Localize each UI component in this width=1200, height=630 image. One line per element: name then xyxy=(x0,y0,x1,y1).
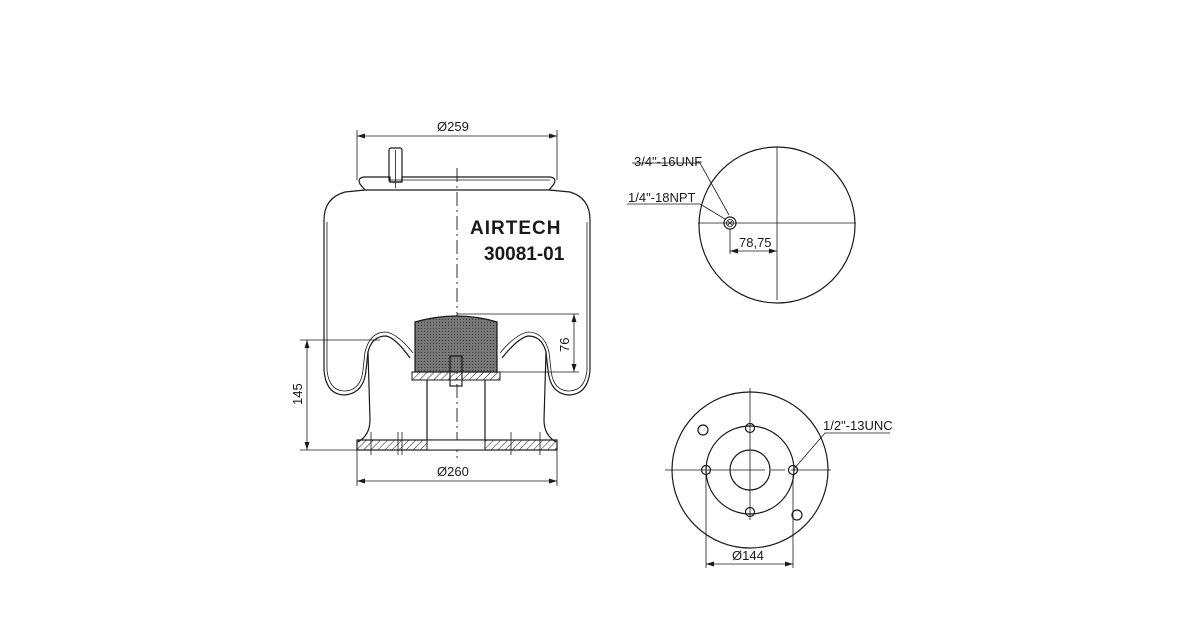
svg-text:Ø259: Ø259 xyxy=(437,119,469,134)
svg-text:145: 145 xyxy=(290,383,305,405)
dimension-height-145: 145 xyxy=(290,339,380,451)
brand-logo: AIRTECH xyxy=(470,218,561,239)
mount-hole xyxy=(697,424,709,436)
label-fitting-thread: 3/4"-16UNF xyxy=(634,154,702,169)
center-bolt xyxy=(449,355,463,387)
dimension-offset: 78,75 xyxy=(729,229,777,254)
svg-text:76: 76 xyxy=(557,338,572,352)
bellow-outline xyxy=(323,189,591,396)
dimension-bottom-diameter: Ø260 xyxy=(356,450,558,486)
svg-text:78,75: 78,75 xyxy=(739,235,772,250)
dimension-top-diameter: Ø259 xyxy=(356,119,558,180)
label-air-port: 1/4"-18NPT xyxy=(628,190,696,205)
top-view: 3/4"-16UNF 1/4"-18NPT 78,75 xyxy=(627,146,856,304)
bottom-view: 1/2"-13UNC Ø144 xyxy=(665,388,893,568)
mount-hole xyxy=(791,509,803,521)
piston-cap xyxy=(414,315,498,373)
side-view: AIRTECH 30081-01 Ø259 Ø260 145 xyxy=(290,119,591,486)
air-fitting xyxy=(388,147,403,188)
label-bolt-thread: 1/2"-13UNC xyxy=(823,418,893,433)
dimension-piston-76: 76 xyxy=(457,313,579,373)
svg-text:Ø144: Ø144 xyxy=(732,548,764,563)
bolt-holes xyxy=(700,422,799,518)
svg-text:Ø260: Ø260 xyxy=(437,464,469,479)
dimension-bolt-circle: Ø144 xyxy=(705,475,794,568)
part-number: 30081-01 xyxy=(484,244,565,265)
